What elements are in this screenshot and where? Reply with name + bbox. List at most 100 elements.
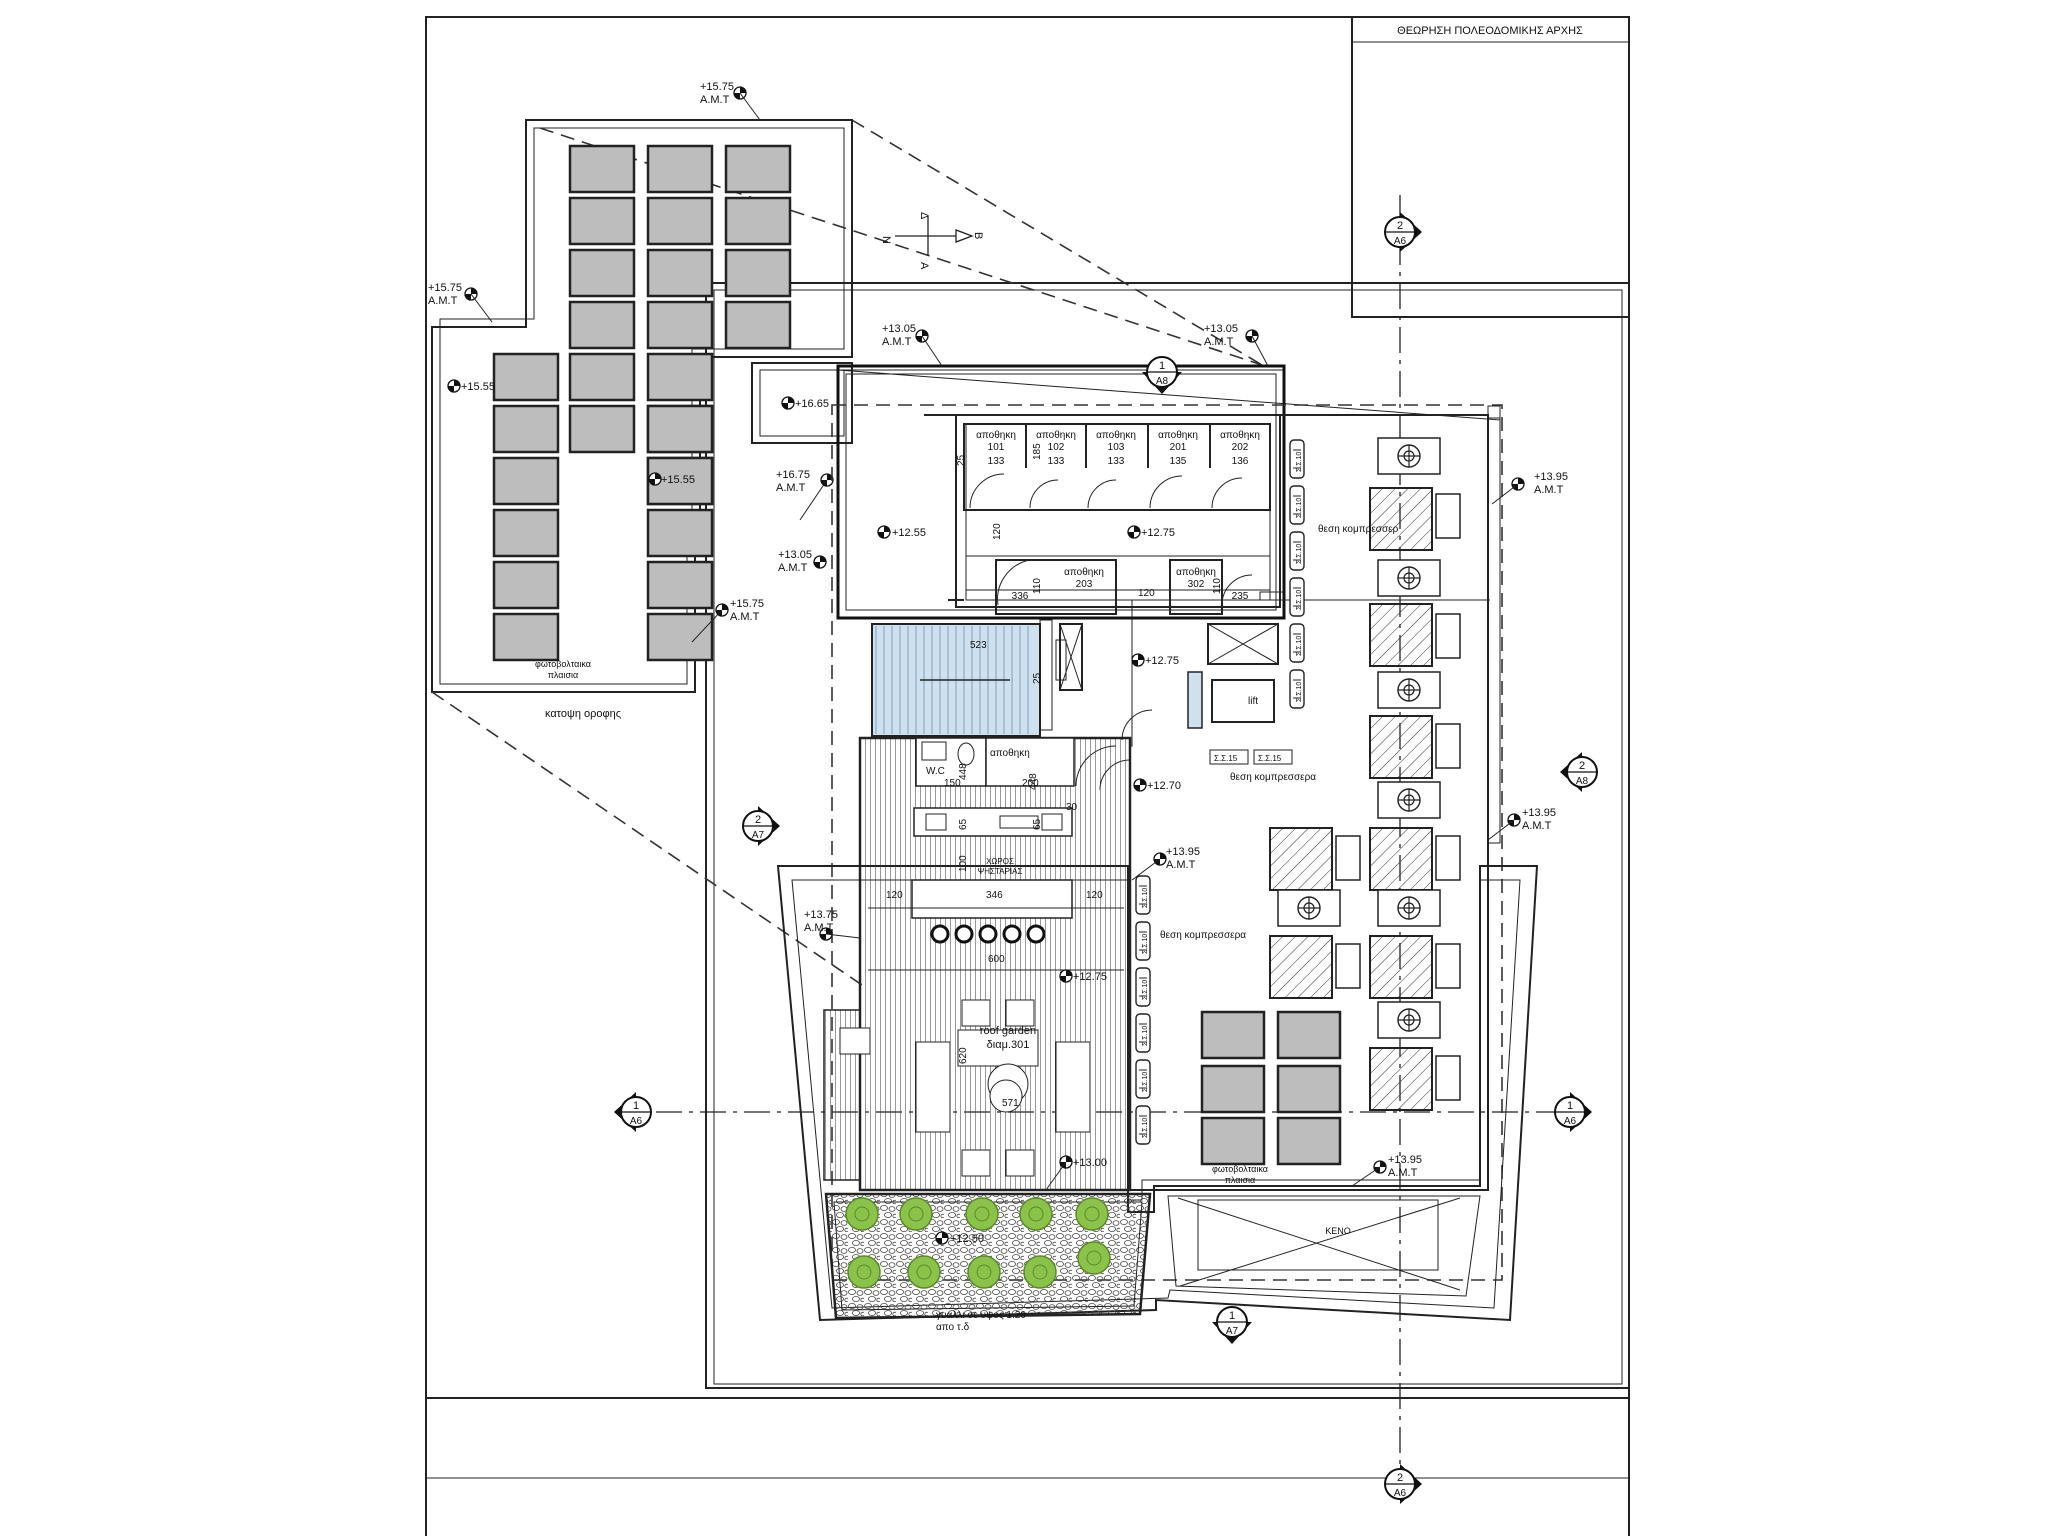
pv-panel <box>646 300 714 350</box>
tree-symbol <box>967 1255 1001 1289</box>
pv-panel <box>646 196 714 246</box>
pv-panel <box>724 300 792 350</box>
pv-panel <box>568 404 636 454</box>
pv-panel <box>646 352 714 402</box>
pv-panel <box>568 248 636 298</box>
planter-trees <box>845 1197 1111 1289</box>
unit-ss15-a: Σ.Σ.15 <box>1214 754 1238 763</box>
roof-pv-panels <box>492 144 792 662</box>
section-number: 1 <box>633 1100 639 1112</box>
roof-level-marks <box>447 86 834 643</box>
tree-symbol <box>899 1197 933 1231</box>
pv-panel <box>568 144 636 194</box>
tree-symbol-core <box>916 1264 932 1280</box>
section-marker: 1A6 <box>614 1092 652 1132</box>
dim-185: 185 <box>1032 443 1043 460</box>
dim-25: 25 <box>956 454 967 466</box>
pv-panel <box>492 612 560 662</box>
section-marker: 2A6 <box>1384 1464 1422 1504</box>
compressor-label-1: θεση κομπρεσσερ <box>1318 524 1399 535</box>
pv-panel <box>1200 1064 1266 1114</box>
level-m7: +12.70 <box>1147 780 1181 792</box>
roof-garden-label-2: διαμ.301 <box>987 1039 1030 1051</box>
pv-panel <box>492 508 560 558</box>
stair-core <box>871 619 1279 791</box>
building-outline <box>776 364 1539 1322</box>
compressor-label-3: θεση κομπρεσσερα <box>1160 930 1246 941</box>
tree-symbol <box>1023 1255 1057 1289</box>
garden-dims: 150 448 448 200 30 65 65 100 120 346 120… <box>868 763 1124 1109</box>
storage-small-label: αποθηκη <box>990 748 1030 759</box>
pv-panel <box>646 248 714 298</box>
kitchen-label-2: ΨΗΣΤΑΡΙΑΣ <box>978 867 1023 876</box>
ac-unit-label: Σ.Σ.10 <box>1296 682 1303 702</box>
storage-room-label: αποθηκη <box>976 430 1016 441</box>
section-marker: 1A7 <box>1212 1306 1252 1344</box>
dim-25b: 25 <box>1032 672 1043 684</box>
dim-448b: 448 <box>1028 773 1039 790</box>
ac-unit-label: Σ.Σ.10 <box>1142 934 1149 954</box>
pv-panel <box>646 404 714 454</box>
section-number: 2 <box>1397 220 1403 232</box>
dim-200: 200 <box>1022 778 1039 789</box>
dim-346: 346 <box>986 890 1003 901</box>
ac-units: Σ.Σ.10Σ.Σ.10Σ.Σ.10Σ.Σ.10Σ.Σ.10Σ.Σ.10Σ.Σ.… <box>1135 439 1305 1145</box>
level-m4: +12.75 <box>1141 527 1175 539</box>
pv-panel <box>1276 1010 1342 1060</box>
tree-symbol <box>1075 1197 1109 1231</box>
ac-unit-label: Σ.Σ.10 <box>1296 544 1303 564</box>
section-marker: 1A6 <box>1554 1092 1592 1132</box>
roof-pv-label-1: φωτοβολταικα <box>535 659 591 669</box>
storage-room-label: αποθηκη <box>1096 430 1136 441</box>
section-sheet: A7 <box>1226 1326 1239 1337</box>
tree-symbol-core <box>1084 1206 1100 1222</box>
north-arrow-letter-2: Β <box>972 232 984 239</box>
pv-panel <box>1200 1010 1266 1060</box>
section-number: 1 <box>1567 1100 1573 1112</box>
tree-symbol-core <box>976 1264 992 1280</box>
pv-panel <box>492 560 560 610</box>
dim-110a: 110 <box>1032 578 1043 594</box>
dim-65b: 65 <box>1032 818 1043 830</box>
dim-150: 150 <box>944 778 961 789</box>
ac-unit-label: Σ.Σ.10 <box>1142 1026 1149 1046</box>
tree-symbol-core <box>974 1206 990 1222</box>
storage-room-number: 201 <box>1170 442 1187 453</box>
unit-ss15-b: Σ.Σ.15 <box>1258 754 1282 763</box>
storage-room-label: αποθηκη <box>1064 567 1104 578</box>
tree-symbol <box>1077 1241 1111 1275</box>
north-arrow-letter-3: Ν <box>880 236 892 244</box>
ac-unit-label: Σ.Σ.10 <box>1296 636 1303 656</box>
wc-label: W.C <box>926 766 945 777</box>
tree-symbol <box>847 1255 881 1289</box>
glass-note-2: απο τ.δ <box>936 1322 970 1333</box>
pv-panel <box>1276 1116 1342 1166</box>
storage-labels: αποθηκη101133αποθηκη102133αποθηκη103133α… <box>976 430 1260 602</box>
dim-65a: 65 <box>958 818 969 830</box>
section-sheet: A6 <box>630 1116 643 1127</box>
dim-620: 620 <box>958 1047 969 1064</box>
dim-600: 600 <box>988 954 1005 965</box>
roof-garden <box>823 736 1132 1192</box>
roof-level-4: +15.55 <box>661 474 695 486</box>
section-number: 2 <box>1397 1472 1403 1484</box>
dim-100: 100 <box>958 855 969 872</box>
level-m3: +12.55 <box>892 527 926 539</box>
dim-120a: 120 <box>992 523 1003 540</box>
section-number: 2 <box>1579 760 1585 772</box>
pv-panel <box>1276 1064 1342 1114</box>
dim-30: 30 <box>1066 802 1078 813</box>
section-sheet: A8 <box>1156 376 1169 387</box>
pv-panel <box>724 196 792 246</box>
north-arrow-letter-1: Δ <box>918 212 930 220</box>
dim-571: 571 <box>1002 1098 1019 1109</box>
dim-448a: 448 <box>958 763 969 780</box>
